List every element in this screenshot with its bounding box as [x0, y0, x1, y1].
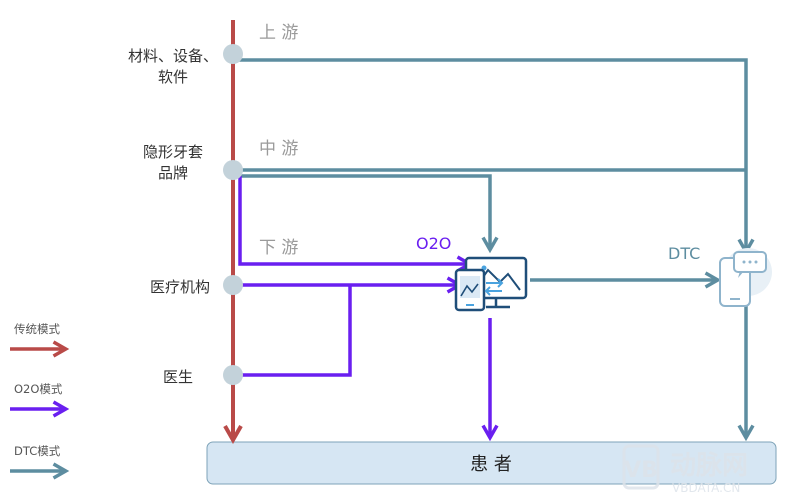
node-label-brand-line1: 隐形牙套 [143, 143, 203, 161]
stage-midstream: 中 游 [259, 139, 298, 159]
node-doctor [223, 365, 243, 385]
dtc-path-mid-to-o2o [240, 174, 499, 254]
node-label-institution: 医疗机构 [150, 278, 210, 296]
stage-upstream: 上 游 [259, 23, 298, 43]
node-label-brand-line2: 品牌 [158, 164, 188, 182]
node-brand [223, 160, 243, 180]
node-label-materials-line2: 软件 [158, 68, 188, 86]
o2o-path-brand [238, 176, 474, 273]
watermark-subtext: VBDATA.CN [672, 481, 740, 495]
patient-box [206, 441, 777, 485]
watermark-text: 动脉网 [670, 451, 748, 481]
mode-label-o2o: O2O [416, 234, 451, 253]
legend: 传统模式 O2O模式 DTC模式 [10, 322, 70, 480]
patient-label: 患 者 [470, 454, 512, 475]
stage-downstream: 下 游 [259, 238, 298, 258]
vbdata-watermark-logo: VB 动脉网 VBDATA.CN [622, 444, 748, 495]
legend-label-traditional: 传统模式 [14, 322, 60, 336]
o2o-path-doctor [240, 285, 352, 377]
node-label-materials-line1: 材料、设备、 [128, 47, 218, 65]
devices-chart-icon [454, 256, 528, 312]
node-label-doctor: 医生 [163, 368, 193, 386]
mode-label-dtc: DTC [668, 244, 700, 263]
node-materials [223, 44, 243, 64]
legend-label-dtc: DTC模式 [14, 444, 61, 458]
legend-label-o2o: O2O模式 [14, 382, 63, 396]
svg-text:VB: VB [624, 458, 658, 483]
phone-chat-icon [719, 248, 772, 307]
node-institution [223, 275, 243, 295]
dtc-path-upstream [233, 58, 755, 256]
